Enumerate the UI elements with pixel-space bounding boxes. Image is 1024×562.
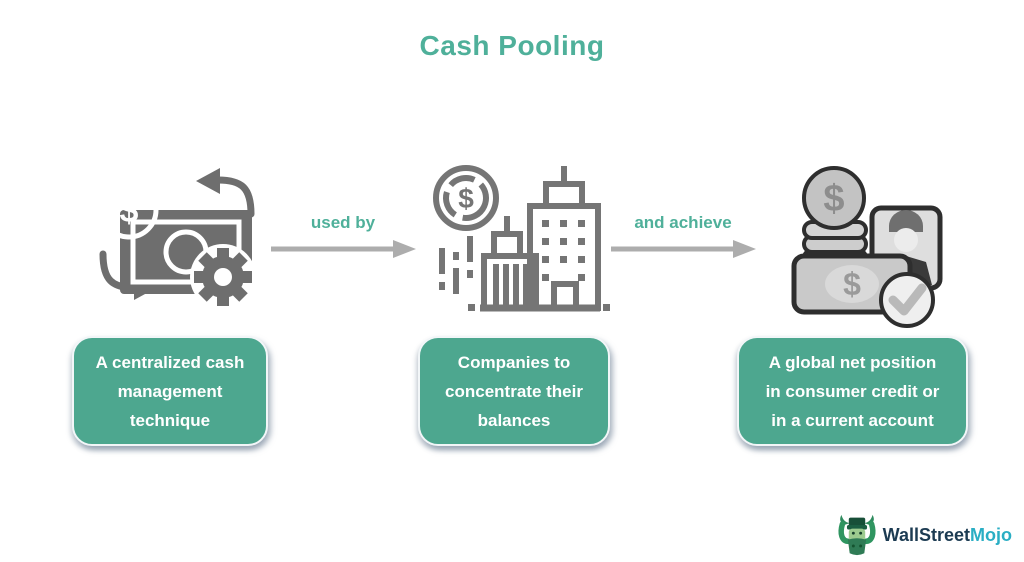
right-building-icon bbox=[527, 166, 601, 311]
right-arrow-icon bbox=[271, 240, 416, 258]
check-badge-icon bbox=[879, 272, 935, 328]
dollar-coin-outline-icon: $ bbox=[433, 165, 499, 231]
logo-text-mojo: Mojo bbox=[970, 524, 1012, 545]
callout-line: Companies to bbox=[457, 352, 571, 372]
ground-line-icon bbox=[468, 304, 610, 312]
callout-line: A global net position bbox=[768, 352, 937, 372]
logo-wordmark: WallStreetMojo bbox=[883, 525, 1012, 546]
wallstreetmojo-logo: WallStreetMojo bbox=[836, 513, 1012, 557]
bull-mascot-icon bbox=[838, 514, 876, 556]
callout-line: balances bbox=[477, 410, 551, 430]
callout-line: technique bbox=[129, 410, 211, 430]
flow-step-and-achieve: and achieve bbox=[608, 213, 758, 260]
flow-label-and-achieve: and achieve bbox=[634, 213, 732, 232]
callout-line: management bbox=[117, 381, 223, 401]
callout-line: in a current account bbox=[771, 410, 934, 430]
svg-text:$: $ bbox=[458, 183, 474, 214]
global-net-position-icon: $ $ bbox=[780, 158, 950, 333]
coin-stack-icon bbox=[802, 166, 868, 268]
callout-line: concentrate their bbox=[445, 381, 583, 401]
callout-centralized-cash: A centralized cash management technique bbox=[72, 336, 268, 446]
dollar-coin-icon: $ bbox=[99, 180, 159, 240]
svg-text:$: $ bbox=[843, 266, 861, 302]
cash-management-icon: $ bbox=[92, 160, 262, 315]
companies-buildings-icon: $ bbox=[430, 158, 610, 323]
callout-companies: Companies to concentrate their balances bbox=[418, 336, 610, 446]
svg-text:$: $ bbox=[823, 178, 844, 220]
logo-text-wallstreet: WallStreet bbox=[882, 524, 970, 545]
right-arrow-icon bbox=[611, 240, 756, 258]
callout-global-net-position: A global net position in consumer credit… bbox=[737, 336, 968, 446]
gear-icon bbox=[190, 244, 256, 310]
falling-marks-icon bbox=[439, 236, 473, 294]
flow-step-used-by: used by bbox=[268, 213, 418, 260]
flow-label-used-by: used by bbox=[310, 213, 376, 232]
cycle-arrow-top-icon bbox=[196, 168, 255, 218]
callout-line: A centralized cash bbox=[95, 352, 245, 372]
callout-line: in consumer credit or bbox=[765, 381, 940, 401]
svg-text:$: $ bbox=[120, 192, 139, 230]
page-title: Cash Pooling bbox=[419, 30, 605, 61]
